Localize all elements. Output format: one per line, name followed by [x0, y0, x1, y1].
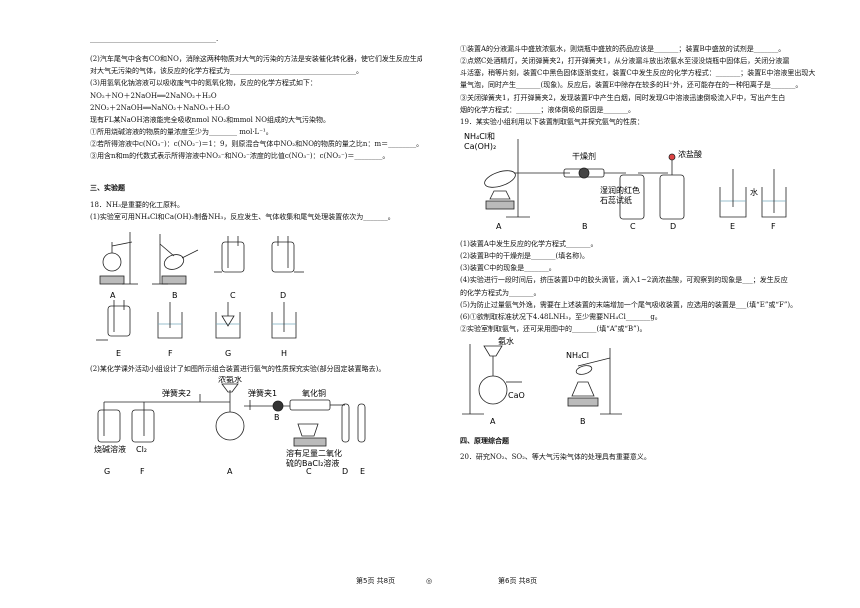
equation-2: 2NO₂＋2NaOH══NaNO₂＋NaNO₃＋H₂O [90, 103, 230, 112]
subquestion-2: ②若所得溶液中c(NO₃⁻)：c(NO₂⁻)＝1：9，则原混合气体中NO₂和NO… [90, 140, 422, 149]
label-desiccant: 干燥剂 [572, 151, 596, 161]
label-g: G [104, 467, 110, 476]
subquestion-3: ③用含n和m的代数式表示所得溶液中NO₃⁻和NO₂⁻浓度的比值c(NO₃⁻)：c… [90, 152, 390, 161]
apparatus-label-a: A [110, 291, 116, 300]
apparatus-label-d: D [280, 291, 286, 300]
label-so2-bacl2: 溶有足量二氧化 [286, 448, 342, 458]
label-alt-a: A [490, 417, 496, 426]
combined-apparatus-figure: 浓氨水 弹簧夹2 弹簧夹1 氧化铜 烧碱溶液 Cl₂ 溶有足量二氧化 硫的BaC… [94, 376, 366, 476]
label-naoh-solution: 烧碱溶液 [94, 444, 126, 454]
q19-sub4: (4)实验进行一段时间后，挤压装置D中的胶头滴管，滴入1~2滴浓盐酸，可观察到的… [460, 276, 788, 285]
label-alt-b: B [580, 417, 586, 426]
question-17-part3: (3)用氢氧化钠溶液可以吸收废气中的氮氧化物，反应的化学方程式如下： [90, 79, 317, 88]
page-number-left: 第5页 共8页 [356, 577, 396, 585]
q19-sub2: (2)装置B中的干燥剂是_______(填名称)。 [460, 252, 590, 261]
q18-sub1: ①装置A的分液漏斗中盛放浓氨水，则烧瓶中盛放的药品应该是_______；装置B中… [460, 45, 786, 53]
label-nh4cl: NH₄Cl [566, 351, 589, 360]
label-c: C [306, 467, 312, 476]
label-clip-2: 弹簧夹2 [162, 388, 191, 398]
question-18-part2: (2)某化学课外活动小组设计了如图所示组合装置进行氨气的性质探究实验(部分固定装… [90, 364, 386, 373]
center-mark: ◎ [426, 577, 433, 585]
answer-blank: ____________________________________. [90, 35, 219, 43]
apparatus-label-e: E [116, 349, 121, 358]
apparatus-label-c: C [230, 291, 236, 300]
label-app-e: E [730, 222, 735, 231]
question-18-part1: (1)实验室可用NH₄Cl和Ca(OH)₂制备NH₃，反应发生、气体收集和尾气处… [90, 212, 395, 221]
section-heading-principle: 四、原理综合题 [460, 437, 509, 446]
label-f: F [140, 467, 145, 476]
apparatus-label-b: B [172, 291, 178, 300]
q19-sub3: (3)装置C中的现象是_______。 [460, 264, 556, 273]
apparatus-label-f: F [168, 349, 173, 358]
label-litmus: 湿润的红色 [600, 185, 640, 195]
q18-sub3-cont: 烟的化学方程式：_______；液体倒吸的原因是_______。 [460, 105, 635, 114]
q18-sub3: ③关闭弹簧夹1，打开弹簧夹2，发现装置F中产生白烟，同时发现G中溶液迅速倒吸流入… [460, 93, 786, 102]
label-a: A [227, 467, 233, 476]
q19-sub6: (6)①欲制取标准状况下4.48LNH₃，至少需要NH₄Cl_______g。 [460, 312, 662, 321]
equation-1: NO₂＋NO＋2NaOH══2NaNO₂＋H₂O [90, 91, 217, 100]
label-water: 水 [750, 187, 758, 197]
label-litmus-cont: 石蕊试纸 [600, 195, 632, 205]
alt-apparatus-figure: 氨水 CaO NH₄Cl A B [462, 336, 622, 426]
label-app-c: C [630, 222, 636, 231]
question-17-part2: (2)汽车尾气中含有CO和NO，消除这两种物质对大气的污染的方法是安装催化转化器… [90, 55, 422, 64]
q18-sub2: ②点燃C处酒精灯，关闭弹簧夹2，打开弹簧夹1，从分液漏斗放出浓氨水至浸没烧瓶中固… [460, 57, 790, 66]
label-copper-oxide: 氧化铜 [302, 388, 326, 398]
left-page: ____________________________________. (2… [90, 35, 422, 476]
question-19: 19．某实验小组利用以下装置制取氨气并探究氨气的性质： [460, 117, 644, 126]
ammonia-apparatus-figure: NH₄Cl和 Ca(OH)₂ 干燥剂 浓盐酸 湿润的红色 石蕊试纸 水 A B … [464, 132, 787, 231]
section-heading-experiment: 三、实验题 [90, 184, 125, 193]
label-e: E [360, 467, 365, 476]
label-cao: CaO [508, 391, 525, 400]
q19-sub5: (5)为防止过量氨气外逸，需要在上述装置的末端增加一个尾气吸收装置，应选用的装置… [460, 300, 798, 309]
q19-sub6b: ②实验室制取氨气，还可采用图中的_______(填“A”或“B”)。 [460, 324, 647, 333]
q18-sub2-cont: 斗活塞，稍等片刻，装置C中黑色固体逐渐变红，装置C中发生反应的化学方程式：___… [460, 69, 816, 78]
label-conc-hcl: 浓盐酸 [678, 149, 702, 159]
q18-sub2-cont2: 量气泡，同时产生_______(现象)。反应后，装置E中除存在较多的H⁺外，还可… [460, 81, 803, 90]
question-17-part2-cont: 对大气无污染的气体，该反应的化学方程式为____________________… [90, 67, 363, 76]
subquestion-1: ①所用烧碱溶液的物质的量浓度至少为________ mol·L⁻¹。 [90, 127, 273, 136]
apparatus-label-h: H [281, 349, 287, 358]
right-page: ①装置A的分液漏斗中盛放浓氨水，则烧瓶中盛放的药品应该是_______；装置B中… [430, 0, 860, 608]
q19-sub4-cont: 的化学方程式为_______。 [460, 288, 541, 297]
question-17-part3-cont: 现有FL某NaOH溶液能完全吸收nmol NO₂和mmol NO组成的大气污染物… [90, 115, 330, 124]
page-number-right: 第6页 共8页 [498, 577, 538, 585]
question-18: 18．NH₃是重要的化工原料。 [90, 200, 184, 209]
label-so2-bacl2-cont: 硫的BaCl₂溶液 [286, 458, 339, 468]
label-ammonia: 浓氨水 [218, 376, 242, 384]
label-app-f: F [771, 222, 776, 231]
q19-sub1: (1)装置A中发生反应的化学方程式_______。 [460, 239, 598, 248]
label-reagents-cont: Ca(OH)₂ [464, 142, 496, 151]
label-d: D [342, 467, 348, 476]
question-20: 20．研究NO₂、SO₂、等大气污染气体的处理具有重要意义。 [460, 453, 651, 462]
label-ammonia-water: 氨水 [498, 336, 514, 346]
label-clip-1: 弹簧夹1 [248, 388, 277, 398]
label-reagents: NH₄Cl和 [464, 132, 495, 141]
label-b: B [274, 413, 280, 422]
label-app-b: B [582, 222, 588, 231]
label-app-a: A [496, 222, 502, 231]
apparatus-grid-figure: A B C D E F G H [96, 231, 304, 358]
apparatus-label-g: G [225, 349, 231, 358]
label-chlorine: Cl₂ [136, 445, 147, 454]
label-app-d: D [670, 222, 676, 231]
